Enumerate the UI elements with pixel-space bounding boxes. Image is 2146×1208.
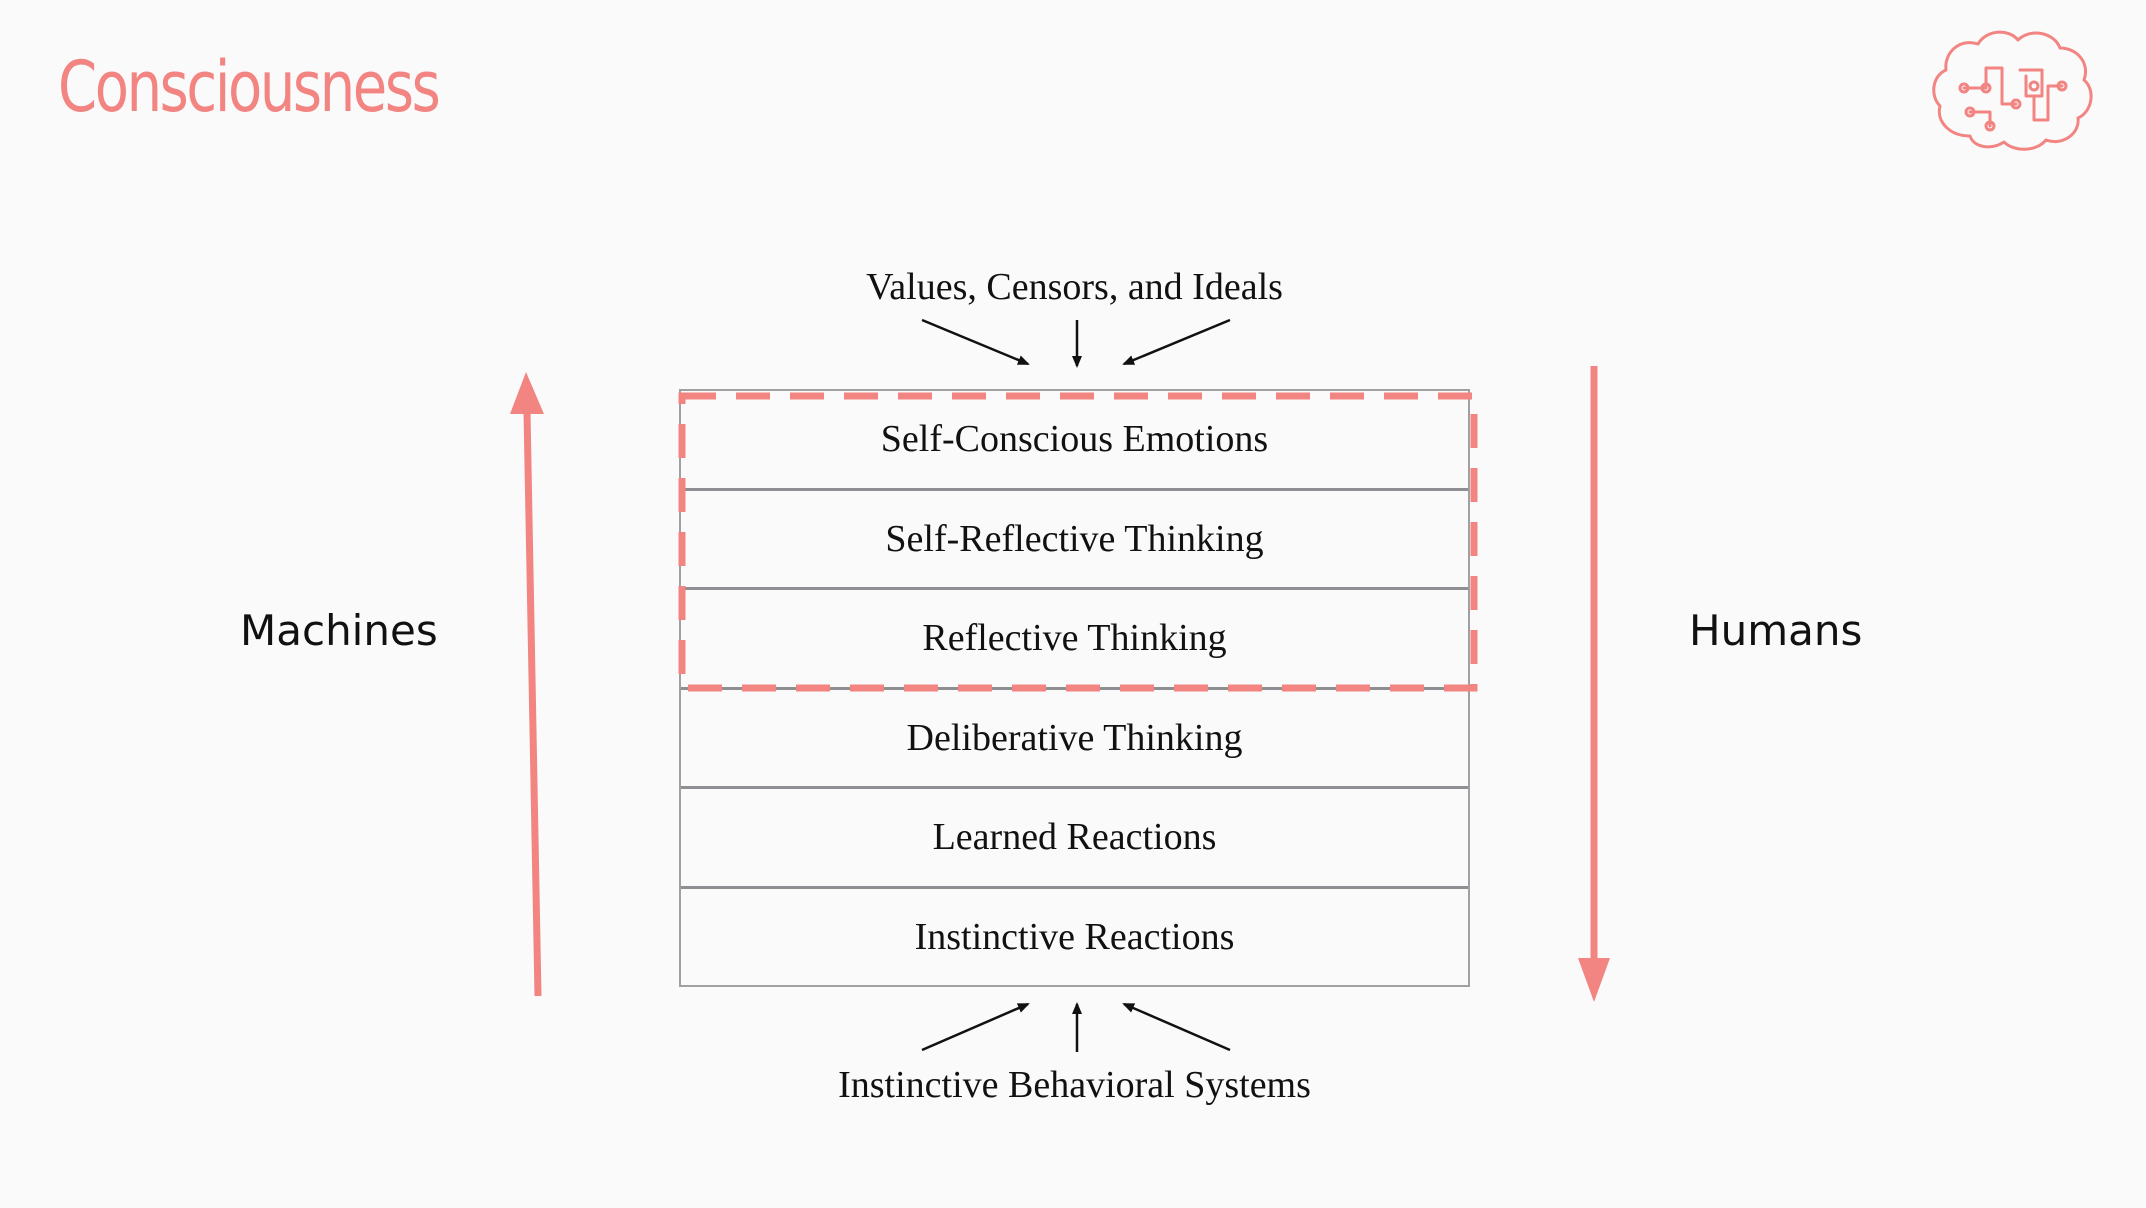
bottom-input-arrows bbox=[921, 1002, 1231, 1052]
machines-up-arrow bbox=[510, 372, 544, 997]
layer-learned-reactions: Learned Reactions bbox=[681, 789, 1468, 889]
layer-self-reflective-thinking: Self-Reflective Thinking bbox=[681, 491, 1468, 590]
bottom-input-label: Instinctive Behavioral Systems bbox=[838, 1064, 1311, 1106]
humans-down-arrow bbox=[1578, 366, 1610, 1002]
top-input-arrows bbox=[921, 318, 1231, 368]
layer-instinctive-reactions: Instinctive Reactions bbox=[914, 915, 1235, 958]
highlight-dashed-box bbox=[678, 392, 1478, 692]
layer-deliberative-thinking: Deliberative Thinking bbox=[681, 690, 1468, 789]
top-input-label: Values, Censors, and Ideals bbox=[866, 266, 1283, 308]
humans-label: Humans bbox=[1689, 606, 1863, 655]
layer-stack: Self-Conscious Emotions Self-Reflective … bbox=[679, 389, 1470, 987]
page-title: Consciousness bbox=[58, 46, 441, 128]
machines-label: Machines bbox=[240, 606, 438, 655]
layer-self-conscious-emotions: Self-Conscious Emotions bbox=[681, 391, 1468, 491]
brain-circuit-icon bbox=[1932, 30, 2093, 151]
